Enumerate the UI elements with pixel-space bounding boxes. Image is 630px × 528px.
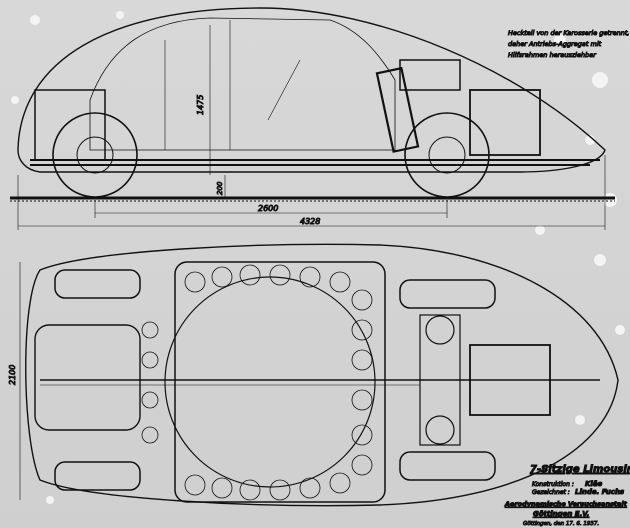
- rear-left-wheel: [399, 279, 496, 309]
- engine-block: [469, 89, 541, 156]
- dim-ground-clearance: 200: [216, 181, 224, 195]
- body-outline: [17, 7, 606, 173]
- svg-text:Konstruktion :: Konstruktion :: [532, 481, 574, 488]
- dim-height: 1475: [196, 95, 205, 115]
- title-block: 7-Sitzige Limousine Konstruktion : Kläe …: [504, 464, 630, 528]
- svg-text:Gezeichnet :: Gezeichnet :: [532, 489, 570, 496]
- svg-text:Heckteil von der Karosserie ge: Heckteil von der Karosserie getrennt,: [508, 29, 630, 37]
- front-right-wheel: [54, 461, 141, 491]
- dim-width: 2100: [8, 365, 17, 385]
- institute-city: Göttingen E.V.: [533, 510, 589, 518]
- chassis-frame: [30, 159, 600, 166]
- side-view: [10, 7, 615, 230]
- plan-body-outline: [25, 243, 619, 507]
- passenger-floor-frame: [174, 261, 386, 503]
- plan-view: [19, 243, 619, 507]
- seat-mount-circles: [141, 264, 373, 501]
- svg-text:daher Antriebs-Aggregat mit: daher Antriebs-Aggregat mit: [508, 40, 602, 48]
- date-line: Göttingen, den 17. 6. 1937.: [523, 521, 599, 527]
- dim-length: 4328: [300, 217, 320, 226]
- svg-text:Hilfsrahmen herausziehbar: Hilfsrahmen herausziehbar: [508, 51, 597, 59]
- dim-wheelbase: 2600: [258, 204, 278, 213]
- front-axle-assembly: [34, 89, 106, 161]
- front-left-wheel: [54, 269, 141, 299]
- rear-right-wheel: [399, 451, 496, 481]
- drawn-signature: Linde. Fuchs: [575, 488, 624, 496]
- institute-name: Aerodynamische Versuchsanstalt: [504, 500, 628, 508]
- radiator: [375, 66, 420, 153]
- front-axle-plan: [34, 324, 141, 431]
- engine-plan: [469, 344, 551, 416]
- drawing-title: 7-Sitzige Limousine: [530, 464, 630, 475]
- cabin-outline: [89, 17, 396, 151]
- annotation-note: Heckteil von der Karosserie getrennt, da…: [508, 29, 630, 60]
- floor-pan-circle: [164, 276, 376, 488]
- construction-signature: Kläe: [585, 480, 603, 488]
- front-wheel: [52, 112, 138, 198]
